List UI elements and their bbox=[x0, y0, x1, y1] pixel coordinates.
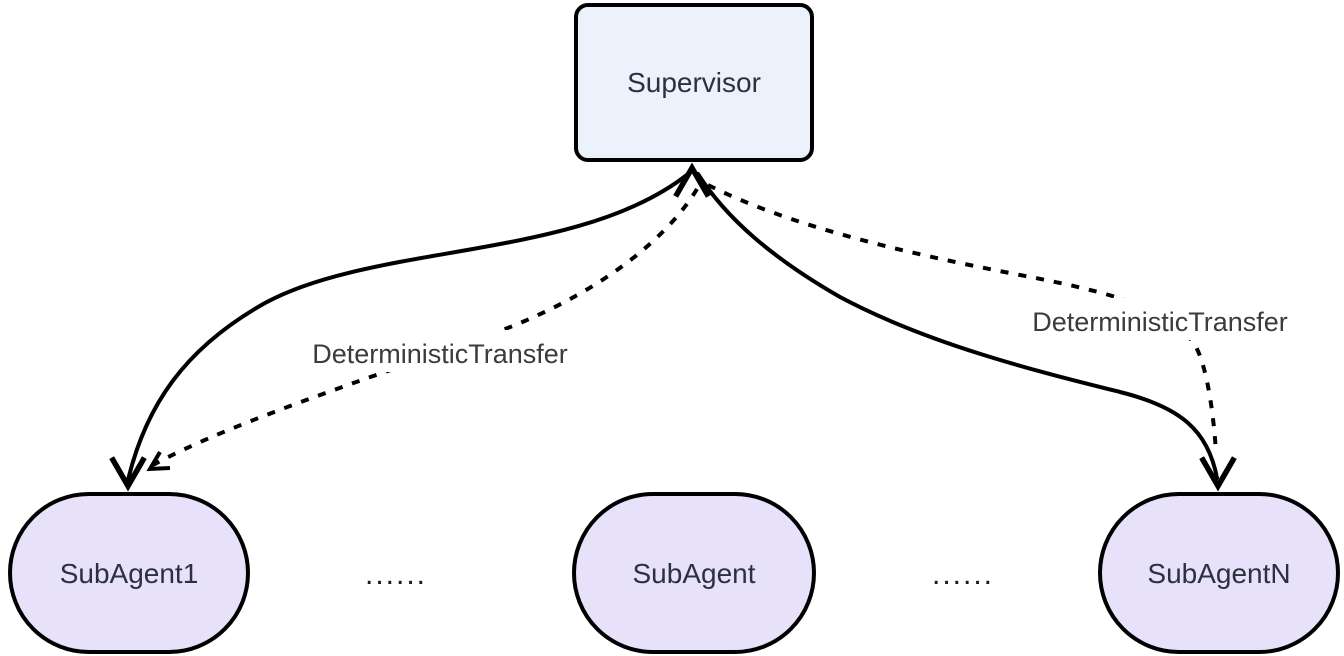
edge-supervisor-subagent1-dashed bbox=[152, 187, 699, 467]
edge-label-deterministic-transfer-left: DeterministicTransfer bbox=[312, 339, 568, 369]
subagentn-label: SubAgentN bbox=[1147, 558, 1290, 589]
arrowhead-up-supervisor bbox=[673, 162, 711, 198]
edge-label-deterministic-transfer-right: DeterministicTransfer bbox=[1032, 307, 1288, 337]
edge-label-mask-left bbox=[292, 330, 588, 372]
arrowhead-down-subagent1 bbox=[109, 456, 147, 492]
subagent-label: SubAgent bbox=[633, 558, 756, 589]
node-subagent1: SubAgent1 bbox=[8, 492, 250, 654]
arrowhead-down-subagentn bbox=[1199, 456, 1237, 492]
supervisor-label: Supervisor bbox=[627, 67, 761, 98]
arrowhead-dashed-subagent1 bbox=[146, 450, 171, 472]
supervisor-box bbox=[574, 3, 814, 162]
ellipsis-left: ...... bbox=[365, 558, 427, 591]
node-supervisor: Supervisor bbox=[574, 3, 814, 162]
edge-label-mask-right bbox=[1014, 298, 1306, 340]
edge-supervisor-subagentn-dashed bbox=[707, 183, 1218, 453]
subagent-pill bbox=[572, 492, 816, 654]
subagent1-pill bbox=[8, 492, 250, 654]
edge-supervisor-subagentn-solid bbox=[696, 172, 1219, 480]
node-subagent: SubAgent bbox=[572, 492, 816, 654]
subagentn-pill bbox=[1098, 492, 1340, 654]
subagent1-label: SubAgent1 bbox=[60, 558, 199, 589]
edge-subagent1-supervisor-solid bbox=[126, 172, 690, 482]
ellipsis-right: ...... bbox=[932, 558, 994, 591]
node-subagentn: SubAgentN bbox=[1098, 492, 1340, 654]
